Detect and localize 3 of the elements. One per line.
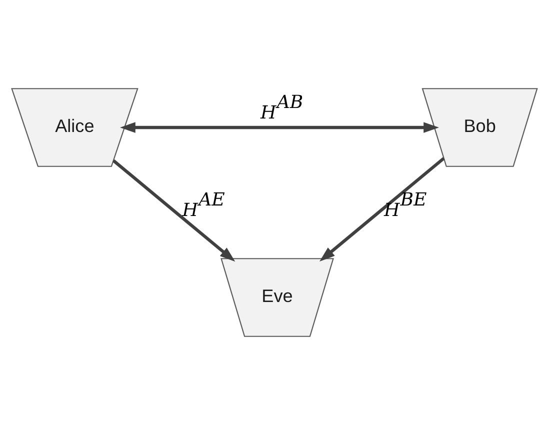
arrow xyxy=(120,122,439,132)
arrow xyxy=(112,158,236,262)
arrow xyxy=(320,156,445,261)
